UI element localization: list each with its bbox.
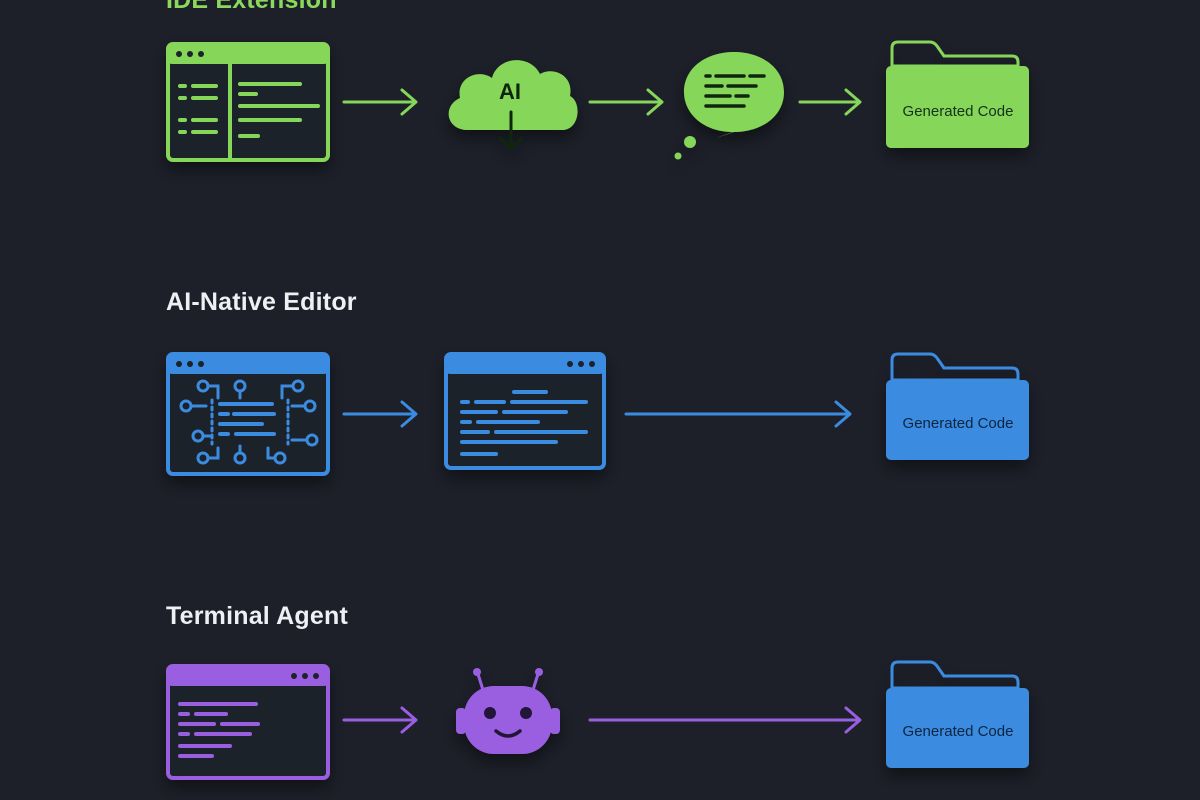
flow-arrow — [588, 88, 664, 116]
output-label: Generated Code — [903, 723, 1014, 740]
cloud-label: AI — [499, 79, 521, 104]
chat-bubble-icon — [674, 52, 784, 160]
robot-agent-icon — [456, 668, 560, 754]
section-title-ai-native-editor: AI-Native Editor — [166, 288, 357, 316]
ai-circuit-window-icon — [166, 352, 330, 476]
code-window-icon — [444, 352, 606, 470]
flow-arrow — [588, 706, 862, 734]
row-ide-extension: AI Generated — [166, 40, 1029, 162]
flow-arrow — [624, 400, 852, 428]
flow-arrow — [342, 88, 418, 116]
folder-icon: Generated Code — [886, 660, 1029, 768]
flow-arrow — [342, 706, 418, 734]
flow-arrow — [342, 400, 418, 428]
row-terminal-agent: Generated Code — [166, 660, 1029, 780]
folder-icon: Generated Code — [886, 40, 1029, 148]
code-editor-window-icon — [166, 42, 330, 162]
output-label: Generated Code — [903, 103, 1014, 120]
terminal-window-icon — [166, 664, 330, 780]
output-label: Generated Code — [903, 415, 1014, 432]
folder-icon: Generated Code — [886, 352, 1029, 460]
section-title-ide-extension: IDE Extension — [166, 0, 337, 14]
section-title-terminal-agent: Terminal Agent — [166, 602, 348, 630]
ai-cloud-download-icon: AI — [448, 60, 578, 151]
row-ai-native-editor: Generated Code — [166, 352, 1029, 476]
flow-arrow — [798, 88, 862, 116]
